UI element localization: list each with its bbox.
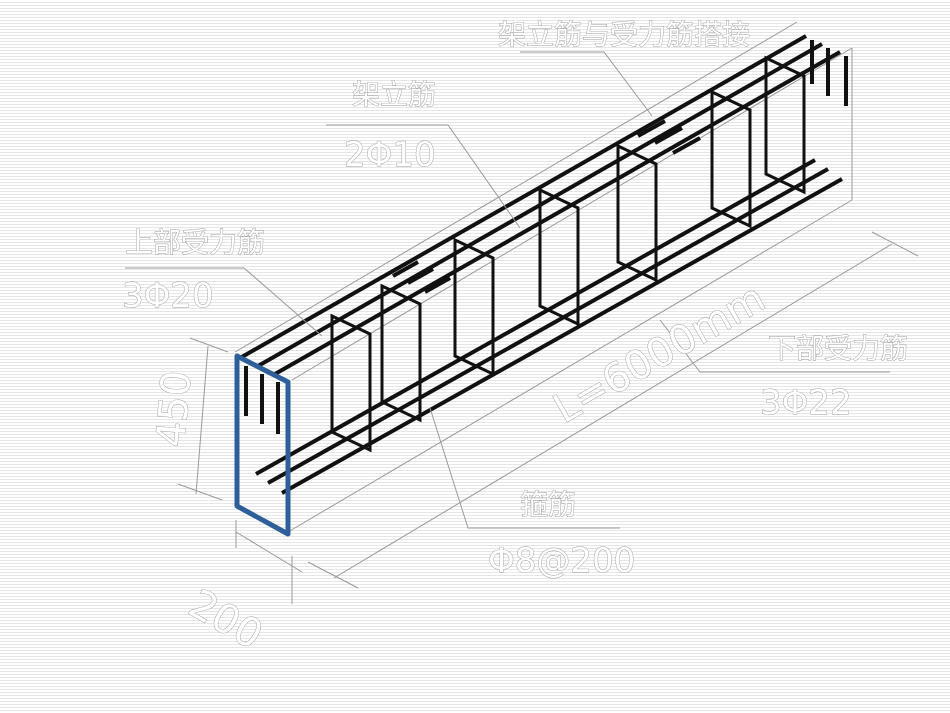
width-dimension: 200 (181, 581, 270, 659)
lap-splice-bars (392, 119, 701, 294)
lap-splice-label: 架立筋与受力筋搭接 (498, 18, 750, 51)
height-dimension: 450 (148, 369, 200, 449)
stirrup (710, 89, 752, 229)
stirrup (330, 313, 372, 453)
stirrup (616, 143, 658, 283)
erection-bar-spec: 2Φ10 (344, 135, 436, 175)
stirrup (538, 187, 580, 327)
top-bar-label: 上部受力筋 (125, 226, 265, 259)
top-bar-spec: 3Φ20 (122, 276, 214, 316)
dimension-lines (177, 231, 919, 604)
stirrup (764, 55, 806, 195)
end-hooks (244, 40, 848, 434)
bottom-bar-spec: 3Φ22 (760, 383, 852, 423)
beam-outline (234, 21, 853, 533)
end-section-outline (234, 353, 291, 537)
stirrup (453, 237, 495, 377)
stirrup-label: 箍筋 (520, 488, 576, 521)
stirrup-spec: Φ8@200 (488, 541, 635, 581)
length-dimension: L=6000mm (546, 275, 773, 433)
erection-bar-label: 架立筋 (352, 78, 436, 111)
stirrup (380, 283, 422, 423)
stirrups (330, 55, 806, 453)
leader-lines (125, 51, 890, 529)
bottom-bar-label: 下部受力筋 (768, 332, 908, 365)
